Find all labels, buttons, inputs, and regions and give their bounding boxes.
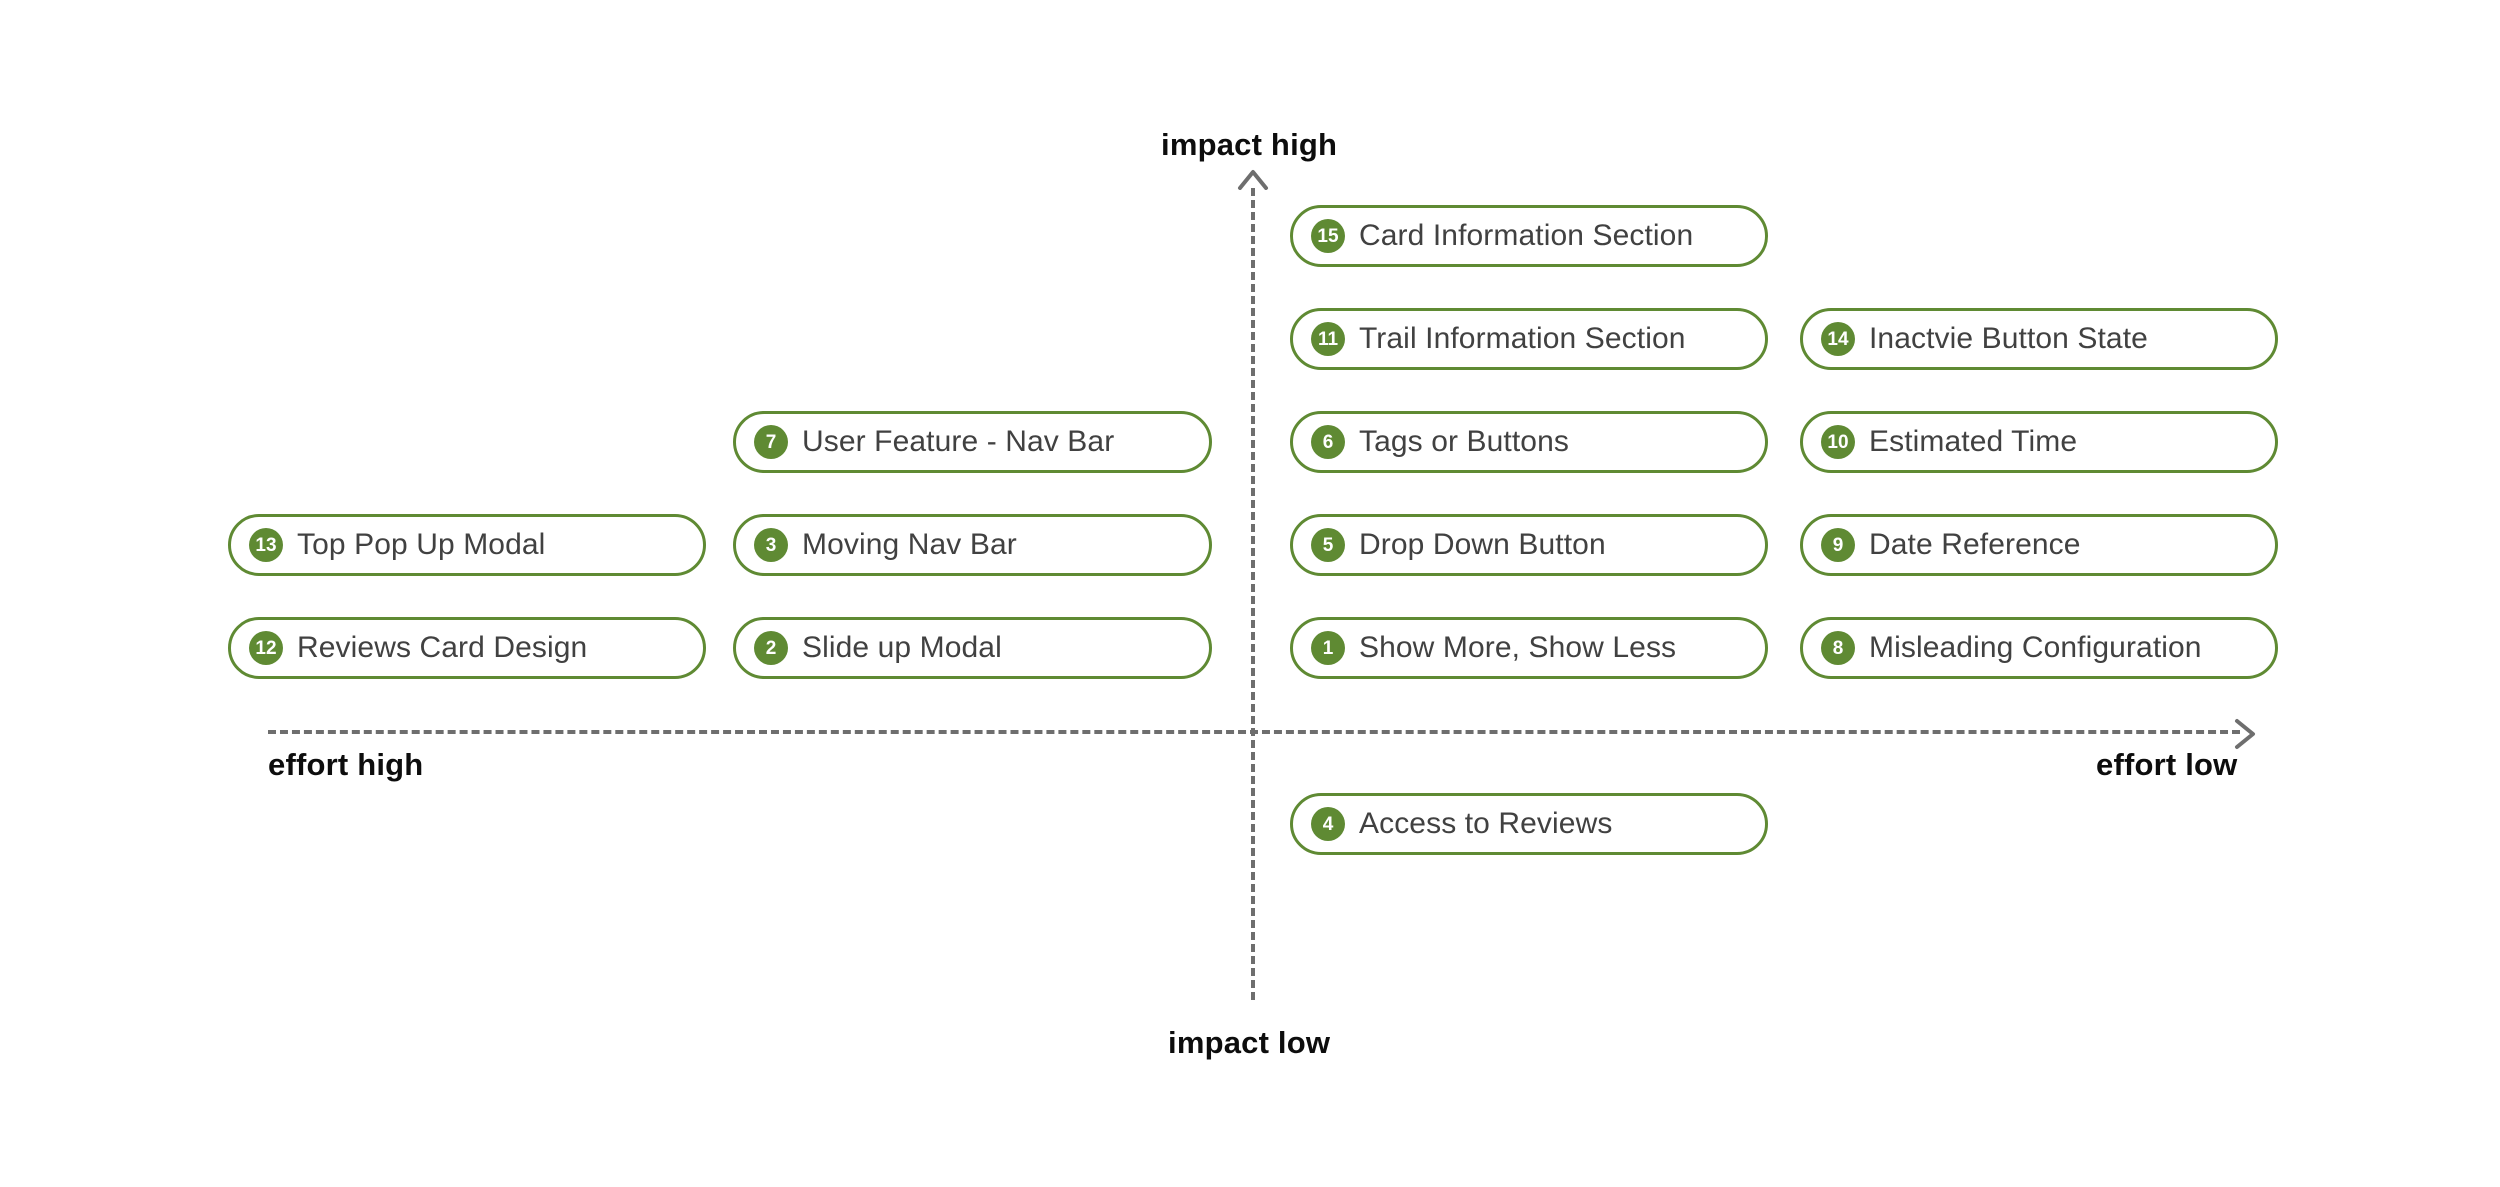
card-label: Card Information Section — [1359, 219, 1694, 252]
card-number-badge: 9 — [1821, 528, 1855, 562]
matrix-card[interactable]: 4 Access to Reviews — [1290, 793, 1768, 855]
axis-label-effort-high: effort high — [268, 747, 424, 782]
arrow-up-icon — [1237, 168, 1269, 190]
matrix-card[interactable]: 7 User Feature - Nav Bar — [733, 411, 1212, 473]
matrix-card[interactable]: 3 Moving Nav Bar — [733, 514, 1212, 576]
arrow-right-icon — [2233, 718, 2257, 750]
matrix-card[interactable]: 5 Drop Down Button — [1290, 514, 1768, 576]
card-label: User Feature - Nav Bar — [802, 425, 1115, 458]
matrix-card[interactable]: 9 Date Reference — [1800, 514, 2278, 576]
card-number-badge: 13 — [249, 528, 283, 562]
matrix-card[interactable]: 6 Tags or Buttons — [1290, 411, 1768, 473]
card-label: Tags or Buttons — [1359, 425, 1569, 458]
matrix-card[interactable]: 14 Inactvie Button State — [1800, 308, 2278, 370]
matrix-card[interactable]: 12 Reviews Card Design — [228, 617, 706, 679]
card-label: Misleading Configuration — [1869, 631, 2202, 664]
matrix-card[interactable]: 1 Show More, Show Less — [1290, 617, 1768, 679]
card-label: Top Pop Up Modal — [297, 528, 546, 561]
matrix-card[interactable]: 2 Slide up Modal — [733, 617, 1212, 679]
card-number-badge: 7 — [754, 425, 788, 459]
matrix-card[interactable]: 13 Top Pop Up Modal — [228, 514, 706, 576]
matrix-card[interactable]: 15 Card Information Section — [1290, 205, 1768, 267]
axis-label-impact-low: impact low — [1168, 1025, 1331, 1060]
card-number-badge: 1 — [1311, 631, 1345, 665]
card-label: Estimated Time — [1869, 425, 2078, 458]
card-label: Slide up Modal — [802, 631, 1002, 664]
impact-axis-line — [1251, 188, 1255, 1000]
card-number-badge: 12 — [249, 631, 283, 665]
card-number-badge: 2 — [754, 631, 788, 665]
card-number-badge: 10 — [1821, 425, 1855, 459]
card-label: Show More, Show Less — [1359, 631, 1677, 664]
card-label: Date Reference — [1869, 528, 2081, 561]
card-number-badge: 11 — [1311, 322, 1345, 356]
card-label: Moving Nav Bar — [802, 528, 1017, 561]
card-label: Inactvie Button State — [1869, 322, 2148, 355]
axis-label-impact-high: impact high — [1161, 127, 1338, 162]
card-label: Trail Information Section — [1359, 322, 1686, 355]
card-number-badge: 8 — [1821, 631, 1855, 665]
card-number-badge: 6 — [1311, 425, 1345, 459]
card-number-badge: 5 — [1311, 528, 1345, 562]
matrix-card[interactable]: 8 Misleading Configuration — [1800, 617, 2278, 679]
card-number-badge: 15 — [1311, 219, 1345, 253]
card-label: Reviews Card Design — [297, 631, 588, 664]
card-label: Drop Down Button — [1359, 528, 1606, 561]
effort-axis-line — [268, 730, 2240, 734]
matrix-card[interactable]: 10 Estimated Time — [1800, 411, 2278, 473]
card-number-badge: 3 — [754, 528, 788, 562]
card-number-badge: 14 — [1821, 322, 1855, 356]
card-label: Access to Reviews — [1359, 807, 1613, 840]
card-number-badge: 4 — [1311, 807, 1345, 841]
axis-label-effort-low: effort low — [2096, 747, 2238, 782]
matrix-card[interactable]: 11 Trail Information Section — [1290, 308, 1768, 370]
